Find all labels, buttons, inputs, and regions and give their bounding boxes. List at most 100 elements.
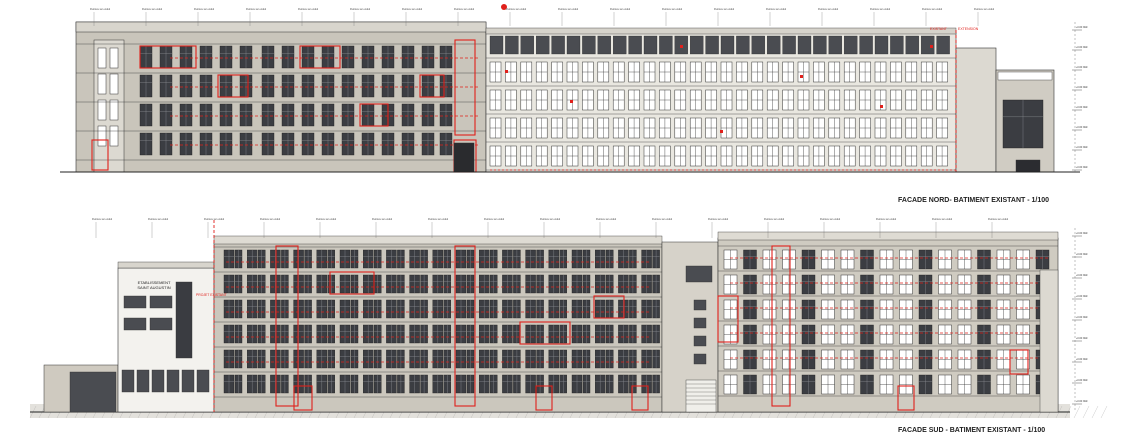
north-mid-attic-window: [767, 35, 781, 55]
etablissement-sign-line-1: ETABLISSEMENT: [137, 280, 171, 285]
north-mid-attic-window: [690, 35, 704, 55]
south-stair-small-window: [693, 335, 707, 347]
south-red-outline: [897, 385, 915, 411]
south-ground-hatch: [1082, 405, 1090, 419]
north-leader-text: Peinture sur enduit: [90, 8, 110, 11]
south-leader-text: Peinture sur enduit: [596, 218, 616, 221]
north-red-marker: [680, 45, 683, 48]
north-mid-attic-window: [505, 35, 519, 55]
south-leader-text: Peinture sur enduit: [540, 218, 560, 221]
north-mid-attic-window: [874, 35, 889, 55]
south-leader-text: Peinture sur enduit: [820, 218, 840, 221]
north-mid-attic-window: [828, 35, 842, 55]
etablissement-sign-line-2: SAINT AUGUSTIN: [137, 285, 171, 290]
south-right-parapet: [717, 231, 1059, 241]
north-red-outline: [299, 45, 341, 69]
north-leader-text: Peinture sur enduit: [246, 8, 266, 11]
facade-north-title: FACADE NORD- BATIMENT EXISTANT - 1/100: [898, 197, 1050, 204]
south-projet-existant-label: PROJET EXISTANT: [196, 293, 227, 297]
north-leader-text: Peinture sur enduit: [506, 8, 526, 11]
south-level-label: +0.00 NGF: [1076, 400, 1088, 403]
north-mid-attic-window: [489, 35, 504, 55]
north-mid-attic-window: [782, 35, 796, 55]
south-left-ground-window: [196, 369, 210, 393]
north-tower-window: [97, 99, 107, 121]
north-leader-text: Peinture sur enduit: [142, 8, 162, 11]
north-red-outline: [217, 74, 249, 98]
south-left-ground-window: [151, 369, 165, 393]
south-level-label: +0.00 NGF: [1076, 274, 1088, 277]
south-leader-text: Peinture sur enduit: [932, 218, 952, 221]
north-level-label: +0.00 NGF: [1076, 146, 1088, 149]
south-red-outline: [454, 245, 476, 407]
south-leader-text: Peinture sur enduit: [92, 218, 112, 221]
south-leader-text: Peinture sur enduit: [148, 218, 168, 221]
north-extension-roof-band: [997, 71, 1053, 81]
north-leader-text: Peinture sur enduit: [870, 8, 890, 11]
north-level-label: +0.00 NGF: [1076, 126, 1088, 129]
north-tower-window: [109, 99, 119, 121]
north-leader-text: Peinture sur enduit: [610, 8, 630, 11]
south-level-label: +0.00 NGF: [1076, 358, 1088, 361]
north-level-label: +0.00 NGF: [1076, 26, 1088, 29]
south-level-label: +0.00 NGF: [1076, 253, 1088, 256]
south-red-outline: [519, 321, 571, 345]
south-red-outline: [275, 245, 299, 407]
south-left-window: [123, 295, 147, 309]
south-red-outline: [1009, 349, 1029, 375]
south-left-window: [149, 317, 173, 331]
north-red-marker: [720, 130, 723, 133]
south-leader-text: Peinture sur enduit: [260, 218, 280, 221]
north-level-label: +0.00 NGF: [1076, 166, 1088, 169]
south-red-outline: [535, 385, 553, 411]
north-leader-text: Peinture sur enduit: [350, 8, 370, 11]
north-mid-attic-window: [628, 35, 642, 55]
north-tower-window: [97, 125, 107, 147]
south-left-window: [123, 317, 147, 331]
south-left-ground-window: [136, 369, 150, 393]
south-central-parapet: [213, 235, 663, 245]
north-level-label: +0.00 NGF: [1076, 106, 1088, 109]
north-mid-attic-window: [597, 35, 611, 55]
north-extension-door: [1015, 159, 1041, 173]
north-mid-attic-window: [905, 35, 919, 55]
south-stair-small-window: [693, 299, 707, 311]
north-leader-text: Peinture sur enduit: [558, 8, 578, 11]
south-leader-text: Peinture sur enduit: [988, 218, 1008, 221]
south-left-parapet: [117, 261, 215, 269]
south-leader-text: Peinture sur enduit: [708, 218, 728, 221]
north-leader-text: Peinture sur enduit: [818, 8, 838, 11]
south-ground-hatch: [1091, 405, 1099, 419]
north-mid-attic-window: [566, 35, 581, 55]
south-level-label: +0.00 NGF: [1076, 337, 1088, 340]
south-red-outline: [593, 295, 625, 319]
north-mid-attic-window: [705, 35, 719, 55]
north-level-label: +0.00 NGF: [1076, 86, 1088, 89]
north-mid-attic-window: [751, 35, 765, 55]
north-mid-attic-window: [736, 35, 750, 55]
south-left-ground-window: [181, 369, 195, 393]
south-stair-small-window: [693, 317, 707, 329]
south-leader-text: Peinture sur enduit: [764, 218, 784, 221]
north-mid-attic-window: [921, 35, 935, 55]
north-level-label: +0.00 NGF: [1076, 66, 1088, 69]
south-leader-text: Peinture sur enduit: [316, 218, 336, 221]
north-red-outline: [139, 45, 197, 69]
north-mid-attic-window: [659, 35, 673, 55]
north-leader-text: Peinture sur enduit: [662, 8, 682, 11]
north-leader-text: Peinture sur enduit: [766, 8, 786, 11]
north-mid-attic-window: [613, 35, 627, 55]
north-existant-label: EXISTANT: [930, 27, 948, 31]
north-red-marker: [880, 105, 883, 108]
south-leader-text: Peinture sur enduit: [372, 218, 392, 221]
north-leader-text: Peinture sur enduit: [402, 8, 422, 11]
north-mid-attic-window: [520, 35, 534, 55]
etablissement-sign: ETABLISSEMENT SAINT AUGUSTIN: [124, 280, 184, 290]
north-tower-window: [97, 73, 107, 95]
south-level-label: +0.00 NGF: [1076, 295, 1088, 298]
north-red-marker: [800, 75, 803, 78]
south-red-outline: [717, 295, 739, 343]
north-mid-attic-window: [643, 35, 658, 55]
north-mid-attic-window: [859, 35, 873, 55]
north-tower-window: [109, 73, 119, 95]
